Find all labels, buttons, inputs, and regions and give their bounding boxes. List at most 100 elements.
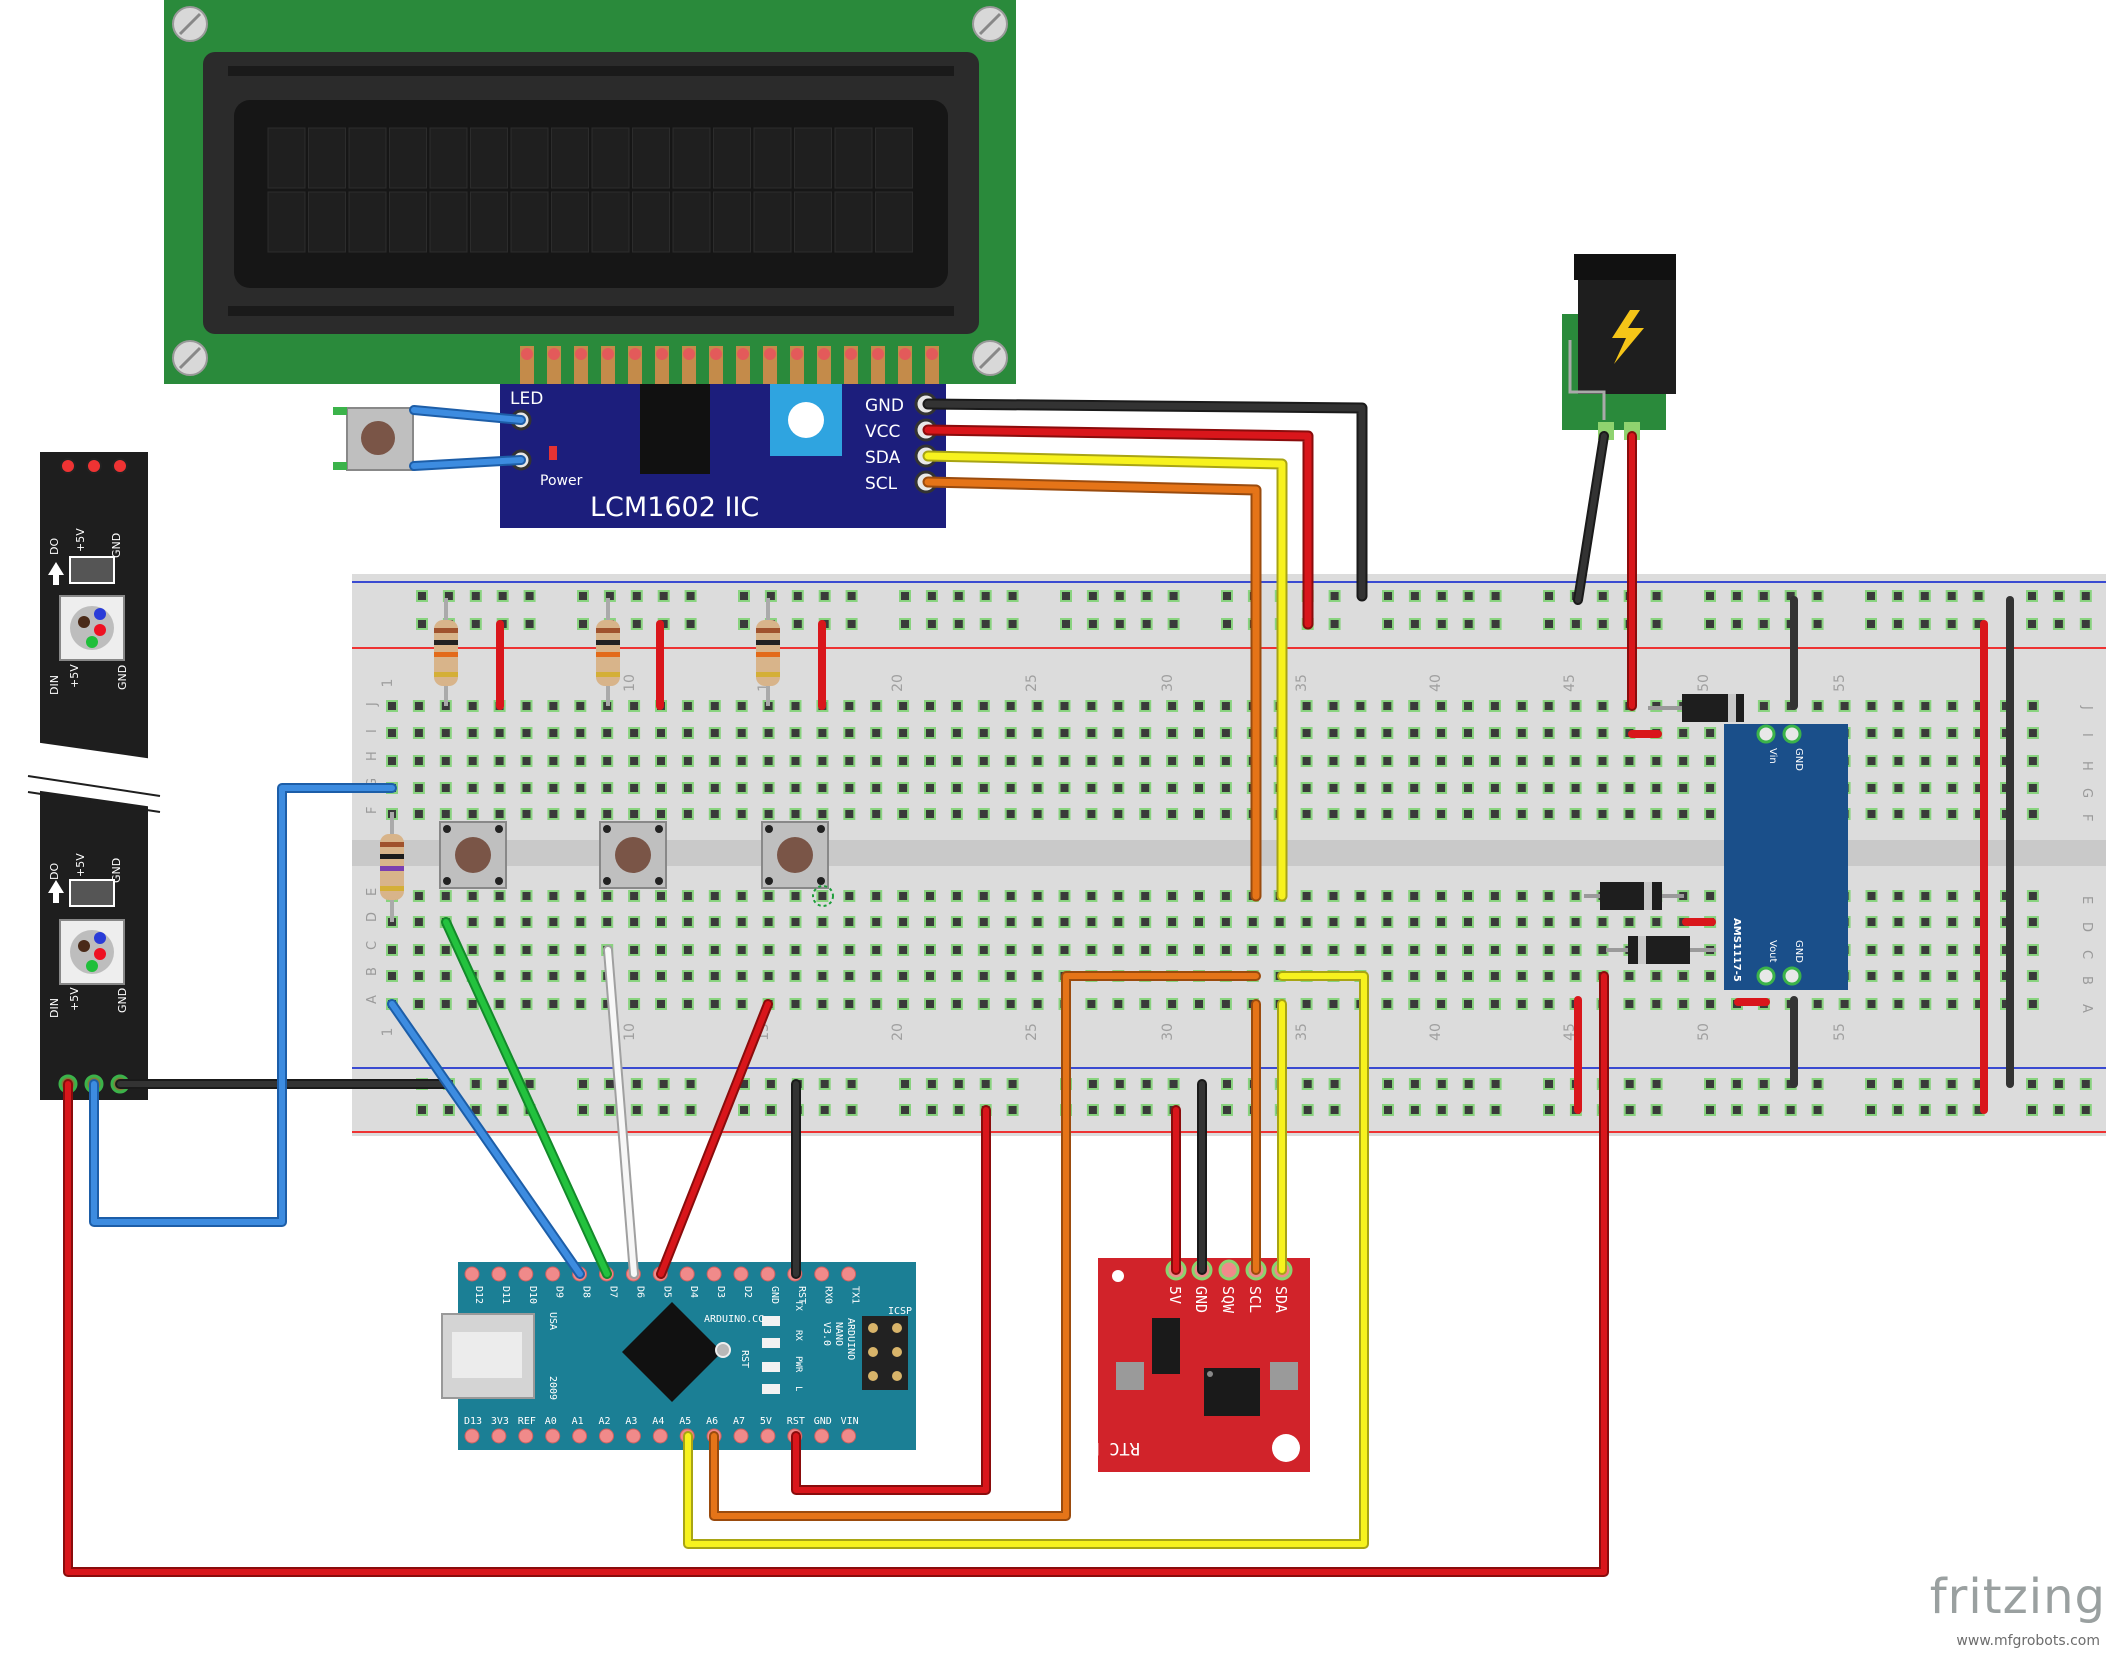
svg-text:DIN: DIN xyxy=(48,998,61,1018)
wire-red xyxy=(658,1001,771,1277)
pin-label-gnd: GND xyxy=(865,396,904,416)
nano-pin-label: REF xyxy=(518,1416,536,1427)
push-button-3[interactable] xyxy=(761,821,829,889)
power-label: Power xyxy=(540,473,583,489)
i2c-backpack: LED Power LCM1602 IIC GND VCC SDA SCL xyxy=(500,384,946,528)
row-letter: E xyxy=(365,888,380,896)
nano-pin-label: GND xyxy=(769,1286,780,1304)
row-letter: I xyxy=(365,729,380,733)
column-number: 30 xyxy=(1160,674,1176,692)
nano-pin-label: TX1 xyxy=(850,1286,861,1304)
column-number: 10 xyxy=(622,674,638,692)
nano-pin-label: D11 xyxy=(500,1286,511,1304)
resistor-3 xyxy=(756,598,780,706)
nano-pin-label: A5 xyxy=(679,1416,691,1427)
nano-pin-label: VIN xyxy=(841,1416,859,1427)
wire-orange xyxy=(924,478,1260,900)
microcontroller-chip xyxy=(622,1302,722,1402)
rtc-pin-label: SCL xyxy=(1246,1286,1264,1313)
column-number: 55 xyxy=(1832,674,1848,692)
resistor-2 xyxy=(596,598,620,706)
power-bolt-icon xyxy=(1612,310,1644,364)
ams1117-regulator: Vin GND Vout GND AMS1117-5 xyxy=(1724,724,1848,990)
backlight-push-button[interactable] xyxy=(333,407,427,471)
row-letter: D xyxy=(365,912,380,922)
rtc-pin-label: SQW xyxy=(1219,1286,1237,1314)
rtc-pin-label: 5V xyxy=(1166,1286,1184,1304)
rtc-chip xyxy=(1204,1368,1260,1416)
svg-text:+5V: +5V xyxy=(68,987,81,1011)
usa-label: USA xyxy=(547,1312,558,1330)
svg-text:+5V: +5V xyxy=(68,664,81,688)
svg-text:TX: TX xyxy=(793,1300,803,1311)
svg-text:Vin: Vin xyxy=(1767,748,1778,764)
column-number: 25 xyxy=(1024,1023,1040,1041)
wire-red xyxy=(793,1107,989,1493)
nano-pin-label: RST xyxy=(796,1286,807,1304)
arrow-up-icon xyxy=(48,880,64,893)
wire-blue xyxy=(91,785,395,1225)
pin-label-sda: SDA xyxy=(865,448,901,468)
svg-text:GND: GND xyxy=(110,858,123,883)
column-number: 35 xyxy=(1294,674,1310,692)
breadboard-holes xyxy=(386,590,2092,1116)
wire-black xyxy=(1575,433,1607,603)
svg-text:RX: RX xyxy=(793,1330,803,1341)
row-letter: B xyxy=(365,967,380,976)
row-letter: C xyxy=(365,941,380,950)
wire-red xyxy=(924,426,1312,628)
column-number: 50 xyxy=(1696,1023,1712,1041)
nano-pin-label: A1 xyxy=(572,1416,584,1427)
row-letter: G xyxy=(365,778,380,788)
wire-yellow xyxy=(685,973,1367,1547)
nano-pin-label: D5 xyxy=(661,1286,672,1298)
nano-pin-label: D2 xyxy=(742,1286,753,1298)
svg-text:+5V: +5V xyxy=(74,528,87,552)
row-letter: A xyxy=(365,995,380,1004)
resistor-1 xyxy=(434,598,458,706)
nano-pin-label: A7 xyxy=(733,1416,745,1427)
nano-pin-label: D12 xyxy=(473,1286,484,1304)
nano-pin-label: RST xyxy=(787,1416,805,1427)
breadboard-buttons xyxy=(439,821,834,907)
diode-2 xyxy=(1600,882,1662,910)
resistors xyxy=(380,598,780,922)
diodes xyxy=(1584,694,1744,964)
reset-button[interactable] xyxy=(715,1342,731,1358)
row-letter: J xyxy=(365,702,380,707)
nano-pin-label: D3 xyxy=(715,1286,726,1298)
wire-blue xyxy=(411,407,524,423)
row-letter: D xyxy=(2079,922,2094,932)
nano-pin-label: A0 xyxy=(545,1416,557,1427)
svg-text:PWR: PWR xyxy=(793,1356,803,1373)
wire-blue xyxy=(411,457,524,469)
nano-pin-label: A4 xyxy=(652,1416,664,1427)
brand-label: ARDUINO.CC xyxy=(704,1314,764,1325)
potentiometer-knob-icon[interactable] xyxy=(788,402,824,438)
nano-pin-label: D4 xyxy=(688,1286,699,1298)
led-label: LED xyxy=(510,389,543,409)
lcd-character-cells xyxy=(267,127,913,253)
svg-text:GND: GND xyxy=(1793,940,1804,963)
push-button-1[interactable] xyxy=(439,821,507,889)
column-number: 35 xyxy=(1294,1023,1310,1041)
fritzing-watermark: fritzing xyxy=(1929,1569,2106,1625)
wire-white xyxy=(605,947,637,1277)
svg-text:GND: GND xyxy=(116,665,129,690)
svg-text:GND: GND xyxy=(110,533,123,558)
nano-pin-label: 3V3 xyxy=(491,1416,509,1427)
push-button-2[interactable] xyxy=(599,821,667,889)
svg-text:GND: GND xyxy=(116,988,129,1013)
backpack-chip xyxy=(640,384,710,474)
led-strip: DO +5V GND DIN +5V GND DO +5V GND xyxy=(20,452,161,1100)
nano-pin-label: A6 xyxy=(706,1416,718,1427)
svg-text:GND: GND xyxy=(1793,748,1804,771)
row-letter: J xyxy=(2079,705,2094,710)
rtc-pin-label: GND xyxy=(1192,1286,1210,1313)
lcd-bezel-slot xyxy=(228,66,954,76)
diode-3 xyxy=(1628,936,1690,964)
column-number: 30 xyxy=(1160,1023,1176,1041)
row-letter: F xyxy=(2079,814,2094,821)
nano-pin-label: RX0 xyxy=(823,1286,834,1304)
